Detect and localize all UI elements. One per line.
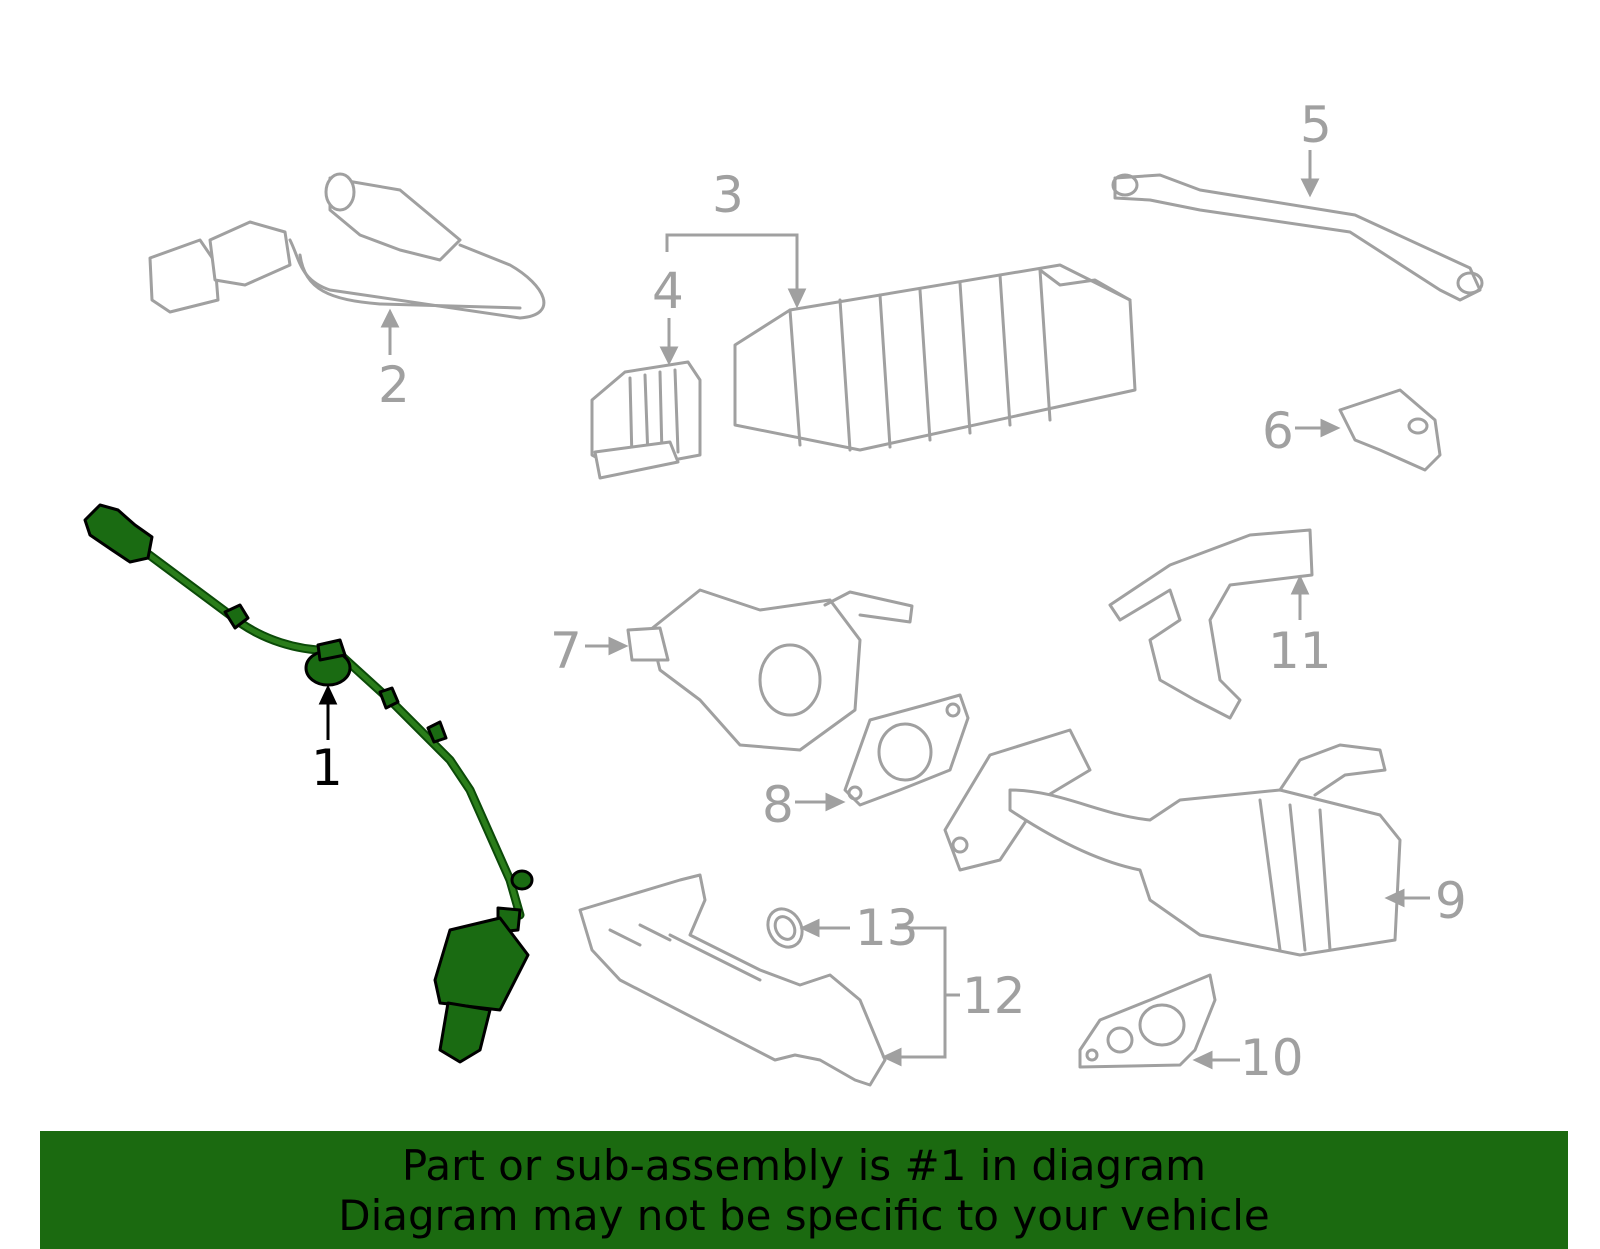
callout-4: 4: [652, 262, 684, 320]
callout-3: 3: [712, 166, 744, 224]
callout-2: 2: [378, 356, 410, 414]
part-2-oxygen-sensor[interactable]: [148, 172, 546, 320]
callout-9: 9: [1435, 872, 1467, 930]
callout-8: 8: [762, 776, 794, 834]
part-12-cooler-assembly[interactable]: [578, 873, 887, 1087]
callout-6: 6: [1262, 402, 1294, 460]
part-5-egr-pipe[interactable]: [1111, 173, 1484, 302]
banner-line-2: Diagram may not be specific to your vehi…: [338, 1191, 1270, 1240]
callout-11: 11: [1268, 622, 1332, 680]
callout-5: 5: [1300, 96, 1332, 154]
callout-1: 1: [311, 739, 343, 797]
part-3-charcoal-canister[interactable]: [733, 263, 1137, 452]
part-4-canister-end[interactable]: [590, 360, 702, 480]
part-6-sensor[interactable]: [1338, 388, 1442, 472]
banner-line-1: Part or sub-assembly is #1 in diagram: [401, 1141, 1207, 1190]
part-1-oxygen-sensor-highlighted[interactable]: [83, 503, 534, 1064]
callout-12: 12: [962, 967, 1026, 1025]
part-11-bracket[interactable]: [1108, 528, 1314, 720]
info-banner: Part or sub-assembly is #1 in diagram Di…: [40, 1131, 1568, 1249]
callout-10: 10: [1240, 1029, 1304, 1087]
part-10-gasket[interactable]: [1078, 973, 1217, 1069]
callout-7: 7: [550, 622, 582, 680]
part-13-o-ring[interactable]: [761, 903, 809, 954]
parts-diagram: 2 3 4 5 6 7: [83, 96, 1484, 1087]
part-8-gasket[interactable]: [843, 693, 970, 807]
part-7-egr-valve[interactable]: [626, 588, 914, 752]
part-9-egr-cooler[interactable]: [943, 728, 1402, 957]
